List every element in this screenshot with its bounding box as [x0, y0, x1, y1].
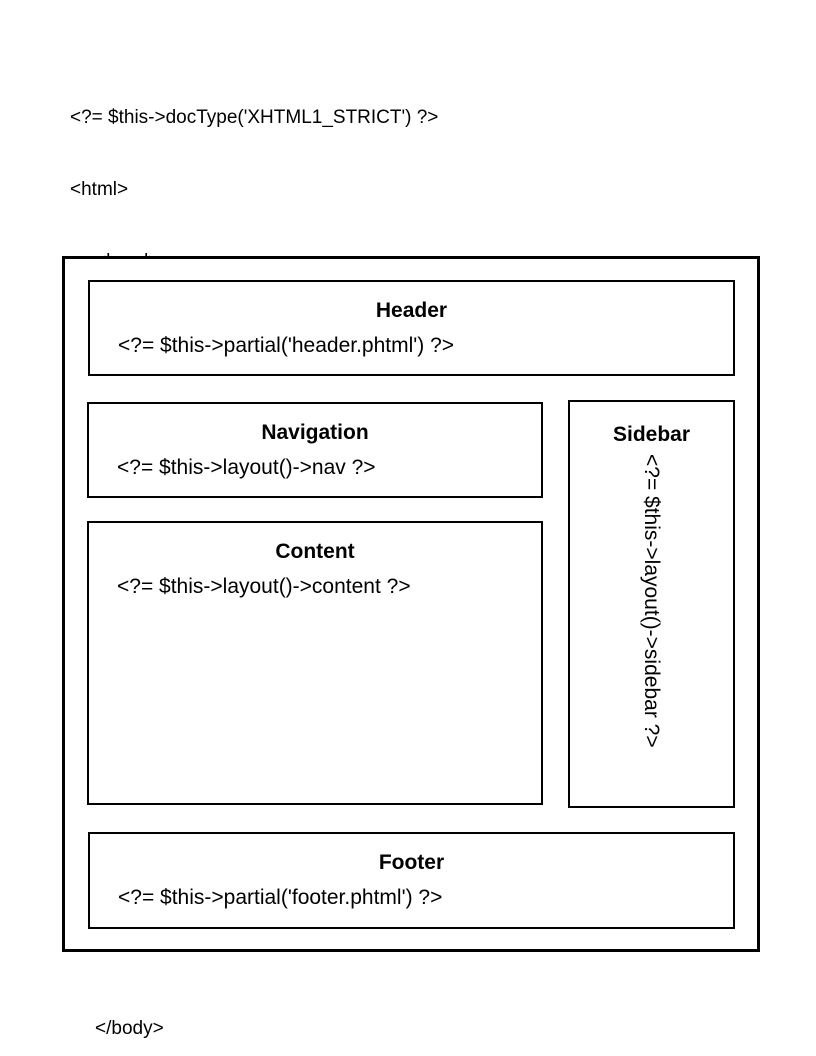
body-layout-box: Header <?= $this->partial('header.phtml'…	[62, 256, 760, 952]
footer-box-code: <?= $this->partial('footer.phtml') ?>	[118, 886, 443, 909]
header-box: Header <?= $this->partial('header.phtml'…	[88, 280, 735, 376]
navigation-box: Navigation <?= $this->layout()->nav ?>	[87, 402, 543, 498]
header-box-code: <?= $this->partial('header.phtml') ?>	[118, 334, 455, 357]
header-box-title: Header	[375, 299, 448, 322]
navigation-box-code: <?= $this->layout()->nav ?>	[117, 456, 376, 479]
code-line-doctype: <?= $this->docType('XHTML1_STRICT') ?>	[70, 107, 439, 128]
content-box-code: <?= $this->layout()->content ?>	[117, 575, 411, 598]
sidebar-box-title: Sidebar	[612, 423, 691, 446]
footer-box-title: Footer	[378, 851, 445, 874]
navigation-box-title: Navigation	[261, 421, 369, 444]
content-box-title: Content	[275, 540, 355, 563]
footer-box: Footer <?= $this->partial('footer.phtml'…	[88, 832, 735, 929]
sidebar-box: Sidebar <?= $this->layout()->sidebar ?>	[568, 400, 735, 808]
sidebar-box-code: <?= $this->layout()->sidebar ?>	[640, 454, 663, 748]
code-line-html-open: <html>	[70, 179, 129, 200]
code-listing-bottom: </body> </html>	[70, 966, 164, 1056]
code-line-body-close: </body>	[95, 1018, 164, 1039]
content-box: Content <?= $this->layout()->content ?>	[87, 521, 543, 805]
